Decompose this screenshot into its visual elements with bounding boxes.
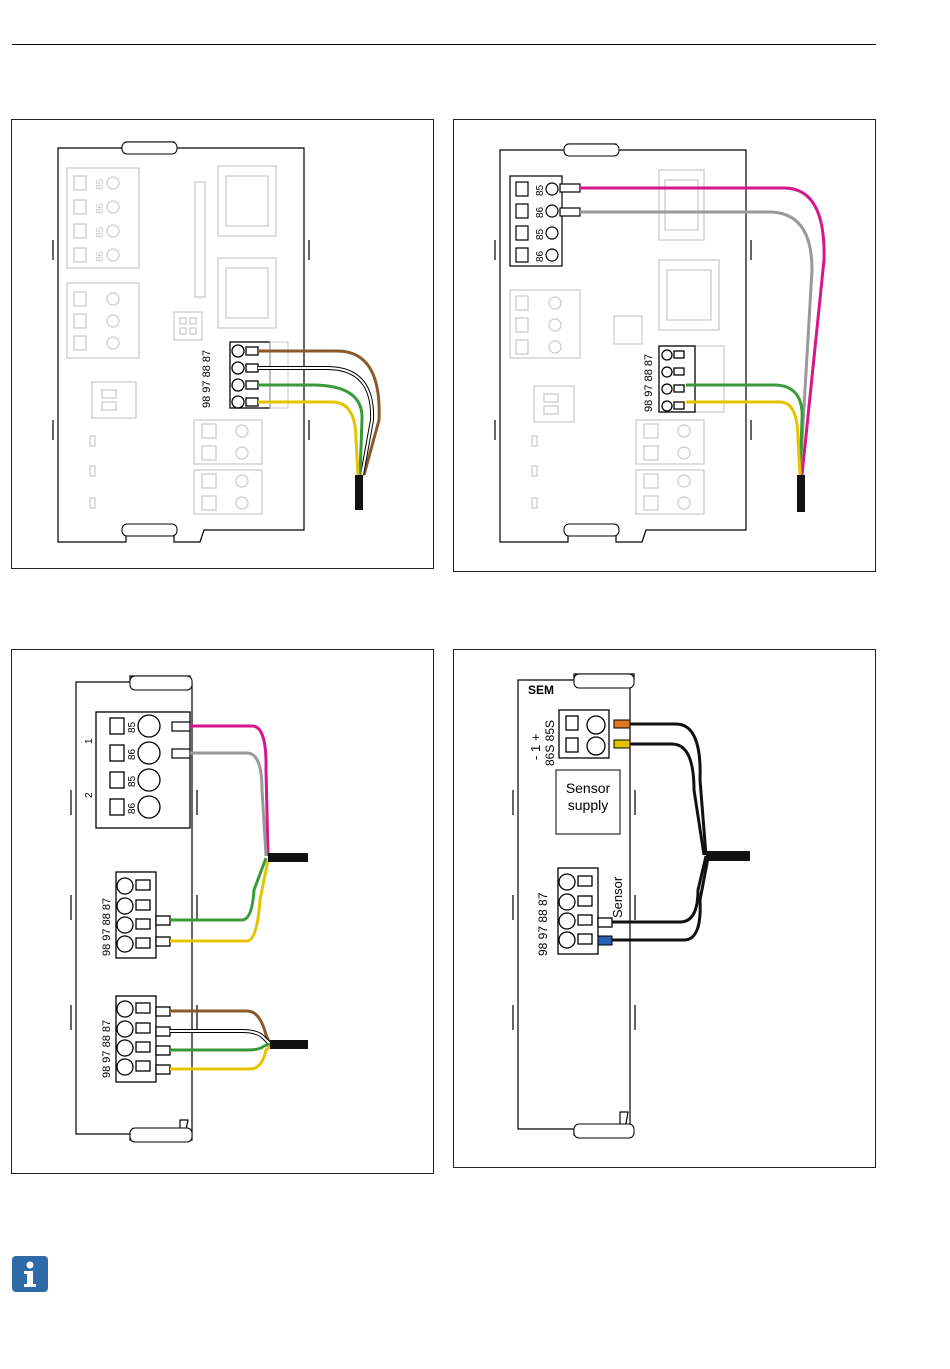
power-terminal-label: 86: [127, 748, 138, 760]
info-icon: [12, 1256, 48, 1292]
cable-sheath: [797, 475, 805, 512]
wire-grey: [190, 753, 266, 856]
ferrule-yellow: [614, 740, 630, 748]
panel-3-drawing: 1 2 85 86 85 86 98 97 88 87: [12, 650, 433, 1173]
cable-sheath: [270, 1040, 308, 1049]
wire-supply-minus: [630, 744, 704, 855]
panel-1-drawing: 85 86 85 86: [12, 120, 433, 568]
upper-terminal-label: 86: [95, 250, 106, 262]
upper-terminal-label: 86: [95, 202, 106, 214]
upper-terminal-label: 85: [95, 178, 106, 190]
bottom-latch: [574, 1124, 634, 1138]
cable-sheath: [268, 853, 308, 862]
ferrule-orange: [614, 720, 630, 728]
supply-polarity-label: - 1 +: [528, 734, 543, 760]
power-terminal-label: 86: [127, 802, 138, 814]
power-terminal-label: 85: [127, 721, 138, 733]
top-latch: [574, 674, 634, 688]
signal-terminal-label: 98 97 88 87: [643, 354, 655, 412]
sensor-supply-label-line1: Sensor: [566, 780, 611, 796]
group-label: 2: [84, 792, 95, 798]
bottom-latch: [130, 1128, 192, 1142]
top-latch: [130, 676, 192, 690]
group-label: 1: [84, 738, 95, 744]
sensor-supply-label-line2: supply: [568, 797, 608, 813]
panel-4-sem-wiring: SEM 86S 85S - 1 + Sensor supply 98 97 88…: [453, 649, 876, 1168]
upper-terminal-label: 85: [95, 226, 106, 238]
sensor-supply-terminal: [559, 710, 609, 758]
cable-sheath: [355, 475, 363, 510]
wire-magenta: [190, 726, 268, 856]
signal-terminal-label: 98 97 88 87: [101, 1020, 113, 1078]
panel-2-drawing: 85 86 85 86: [454, 120, 875, 571]
top-latch: [564, 144, 619, 156]
panel-4-drawing: SEM 86S 85S - 1 + Sensor supply 98 97 88…: [454, 650, 875, 1167]
signal-terminal-label: 98 97 88 87: [101, 898, 113, 956]
sensor-label: Sensor: [610, 876, 625, 918]
upper-terminal-label: 85: [535, 184, 546, 196]
upper-terminal-label: 86: [535, 250, 546, 262]
top-latch: [122, 142, 177, 154]
panel-3-module-wiring: 1 2 85 86 85 86 98 97 88 87: [11, 649, 434, 1174]
module-name: SEM: [528, 683, 554, 697]
panel-1-module-wiring: 85 86 85 86: [11, 119, 434, 569]
bottom-latch: [122, 524, 177, 536]
supply-terminal-label: 86S 85S: [543, 720, 557, 766]
panel-2-module-wiring: 85 86 85 86: [453, 119, 876, 572]
ferrule-blue: [598, 936, 612, 945]
upper-terminal-label: 85: [535, 228, 546, 240]
bottom-latch: [564, 524, 619, 536]
cable-sheath: [706, 851, 750, 861]
signal-terminal-label: 98 97 88 87: [201, 350, 213, 408]
upper-terminal-label: 86: [535, 206, 546, 218]
power-terminal-label: 85: [127, 775, 138, 787]
header-rule: [12, 44, 876, 45]
signal-terminal-label: 98 97 88 87: [536, 892, 550, 956]
